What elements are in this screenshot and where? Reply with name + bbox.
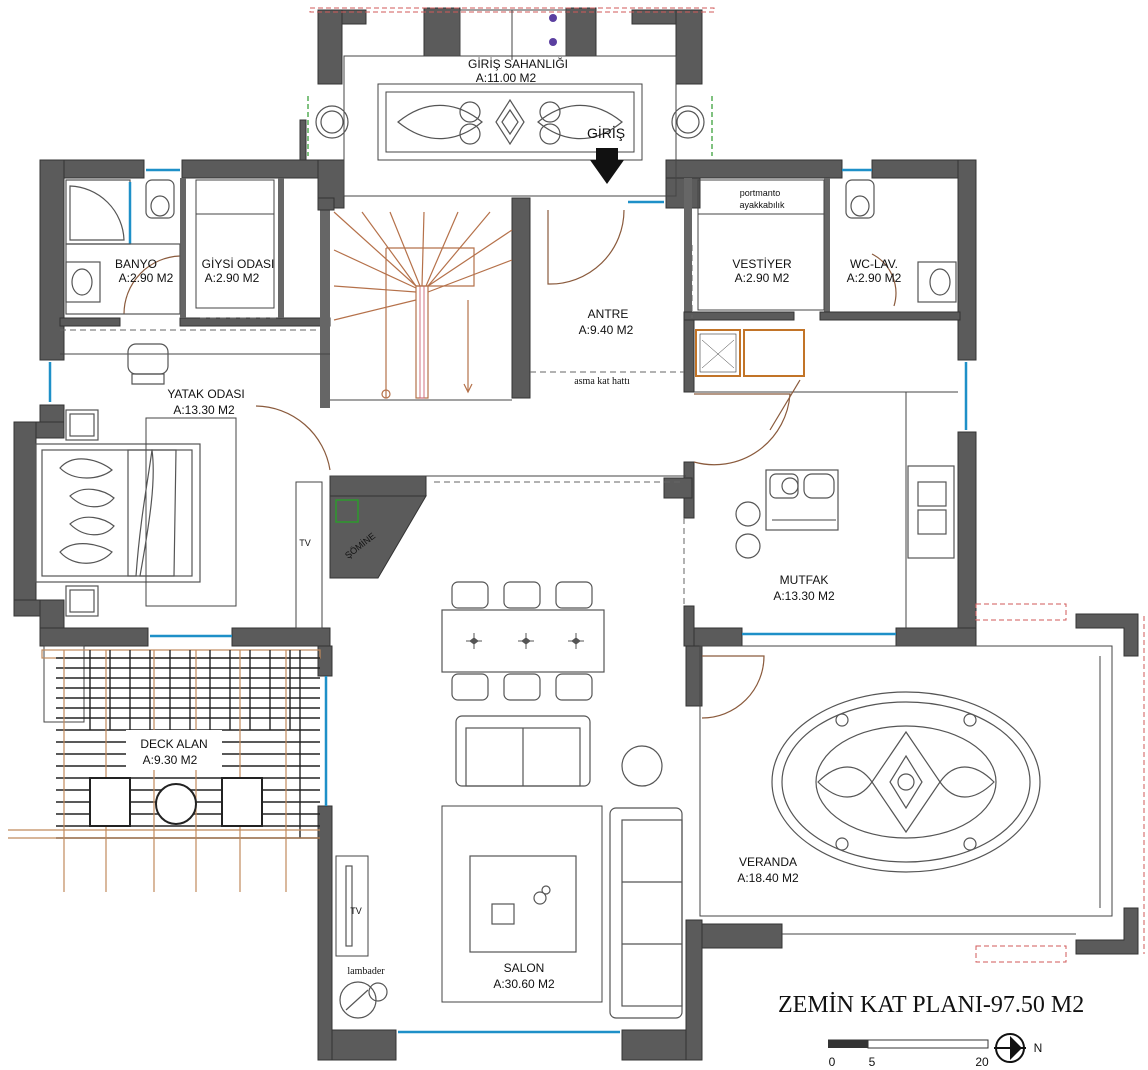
- labels: GİRİŞ SAHANLIĞI A:11.00 M2 GİRİŞ BANYO A…: [115, 56, 1084, 1069]
- room-banyo-name: BANYO: [115, 257, 157, 271]
- scale-tick-0: 0: [829, 1055, 836, 1069]
- deck: [8, 649, 321, 892]
- scale-tick-5: 5: [869, 1055, 876, 1069]
- room-giris-sahanligi-name: GİRİŞ SAHANLIĞI: [468, 56, 568, 71]
- furniture: [35, 9, 1041, 1019]
- room-vestiyer-name: VESTİYER: [732, 257, 792, 271]
- room-giysi-name: GİYSİ ODASI: [202, 257, 275, 271]
- room-mutfak-name: MUTFAK: [780, 573, 829, 587]
- room-antre-name: ANTRE: [588, 307, 629, 321]
- walls: [13, 7, 1139, 1061]
- room-yatak-area: A:13.30 M2: [173, 403, 235, 417]
- room-deck-name: DECK ALAN: [140, 737, 207, 751]
- windows: [48, 168, 968, 1034]
- scale-tick-20: 20: [975, 1055, 989, 1069]
- room-wc-name: WC-LAV.: [850, 257, 898, 271]
- staircase: [333, 211, 513, 399]
- room-salon-area: A:30.60 M2: [493, 977, 555, 991]
- pergola-beams: [8, 650, 320, 892]
- lambader-label: lambader: [347, 966, 385, 977]
- room-giris-sahanligi-area: A:11.00 M2: [476, 71, 537, 85]
- room-veranda-name: VERANDA: [739, 855, 797, 869]
- room-salon-name: SALON: [504, 961, 545, 975]
- asma-kat-label: asma kat hattı: [574, 376, 630, 387]
- room-yatak-name: YATAK ODASI: [167, 387, 244, 401]
- north-label: N: [1034, 1041, 1043, 1055]
- room-wc-area: A:2.90 M2: [847, 271, 902, 285]
- doors: [123, 209, 897, 719]
- scale-bar: [828, 1033, 1026, 1063]
- room-antre-area: A:9.40 M2: [579, 323, 634, 337]
- room-veranda-area: A:18.40 M2: [737, 871, 799, 885]
- portmanto-label-1: portmanto: [740, 188, 781, 198]
- plan-title: ZEMİN KAT PLANI-97.50 M2: [778, 992, 1084, 1018]
- portmanto-label-2: ayakkabılık: [739, 200, 785, 210]
- room-giysi-area: A:2.90 M2: [205, 271, 260, 285]
- room-banyo-area: A:2.90 M2: [119, 271, 174, 285]
- room-deck-area: A:9.30 M2: [143, 753, 198, 767]
- room-vestiyer-area: A:2.90 M2: [735, 271, 790, 285]
- chairs: [451, 581, 593, 701]
- room-mutfak-area: A:13.30 M2: [773, 589, 835, 603]
- entry-label: GİRİŞ: [587, 124, 625, 141]
- tv-label-1: TV: [299, 538, 311, 548]
- tv-label-2: TV: [350, 906, 362, 916]
